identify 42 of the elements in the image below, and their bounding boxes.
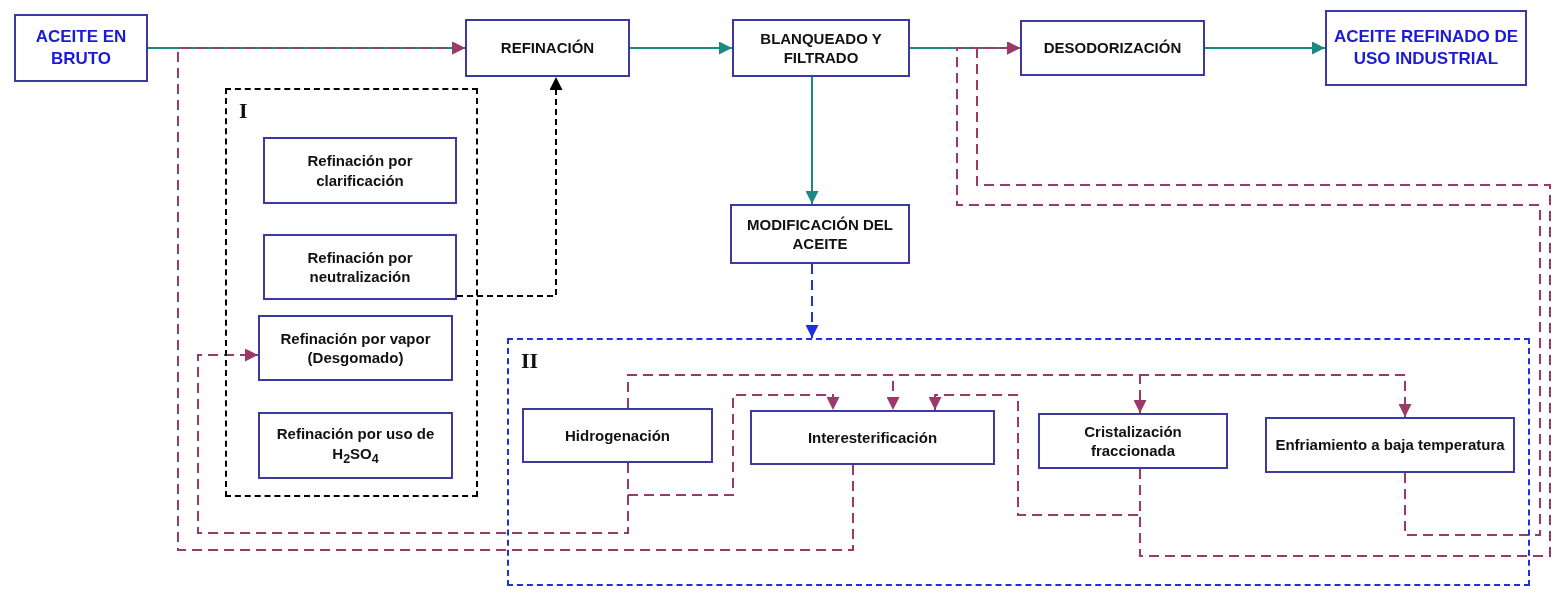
box-label: Refinación por neutralización bbox=[306, 247, 414, 287]
process-box bbox=[1020, 20, 1205, 76]
dashed-group-frame bbox=[507, 338, 1530, 586]
arrow bbox=[1204, 41, 1326, 55]
box-label: Enfriamiento a baja temperatura bbox=[1275, 435, 1505, 455]
box-label: Interesterificación bbox=[807, 427, 938, 448]
process-box bbox=[750, 410, 995, 465]
arrow bbox=[177, 41, 854, 551]
group-label: II bbox=[521, 348, 539, 374]
process-box bbox=[465, 19, 630, 77]
process-box bbox=[522, 408, 713, 463]
process-box bbox=[14, 14, 148, 82]
box-label: DESODORIZACIÓN bbox=[1043, 38, 1182, 58]
process-box bbox=[732, 19, 910, 77]
box-label: MODIFICACIÓN DEL ACEITE bbox=[746, 214, 894, 254]
box-label: Refinación por clarificación bbox=[306, 151, 414, 190]
box-label: Hidrogenación bbox=[565, 425, 670, 446]
arrow bbox=[456, 76, 563, 297]
dashed-group-frame bbox=[225, 88, 478, 497]
process-box bbox=[1038, 413, 1228, 469]
arrow bbox=[805, 263, 819, 339]
process-box bbox=[1265, 417, 1515, 473]
arrow bbox=[197, 348, 629, 534]
process-box bbox=[263, 137, 457, 204]
arrow bbox=[629, 41, 733, 55]
box-label: Refinación por uso de H$_{2}$SO$_{4}$ bbox=[275, 424, 436, 467]
process-box bbox=[258, 315, 453, 381]
process-box bbox=[258, 412, 453, 479]
box-label: BLANQUEADO Y FILTRADO bbox=[759, 28, 883, 68]
arrow bbox=[627, 374, 1412, 418]
arrow bbox=[627, 394, 840, 496]
box-label: ACEITE EN BRUTO bbox=[34, 25, 128, 70]
group-label: I bbox=[239, 98, 248, 124]
process-box bbox=[730, 204, 910, 264]
process-box bbox=[1325, 10, 1527, 86]
arrow bbox=[928, 394, 1141, 516]
box-label: Refinación por vapor (Desgomado) bbox=[279, 328, 432, 368]
box-label: ACEITE REFINADO DE USO INDUSTRIAL bbox=[1333, 25, 1519, 70]
process-box bbox=[263, 234, 457, 300]
arrow bbox=[805, 76, 819, 205]
box-label: Cristalización fraccionada bbox=[1083, 421, 1183, 461]
box-label: REFINACIÓN bbox=[500, 38, 595, 58]
